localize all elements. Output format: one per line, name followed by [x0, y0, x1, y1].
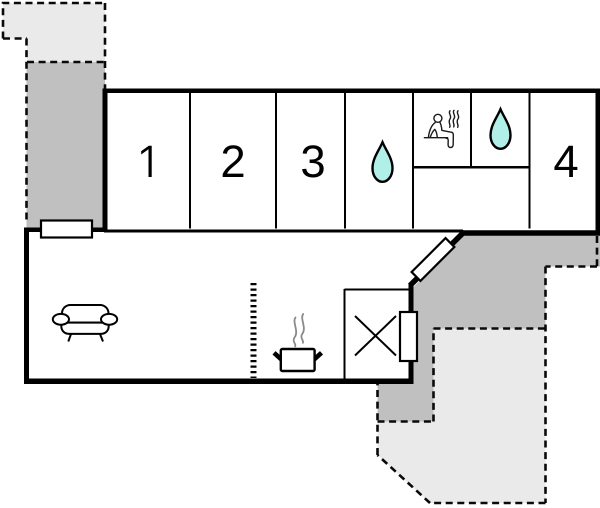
svg-text:3: 3: [300, 136, 325, 187]
svg-text:2: 2: [220, 136, 245, 187]
svg-text:4: 4: [553, 136, 578, 187]
